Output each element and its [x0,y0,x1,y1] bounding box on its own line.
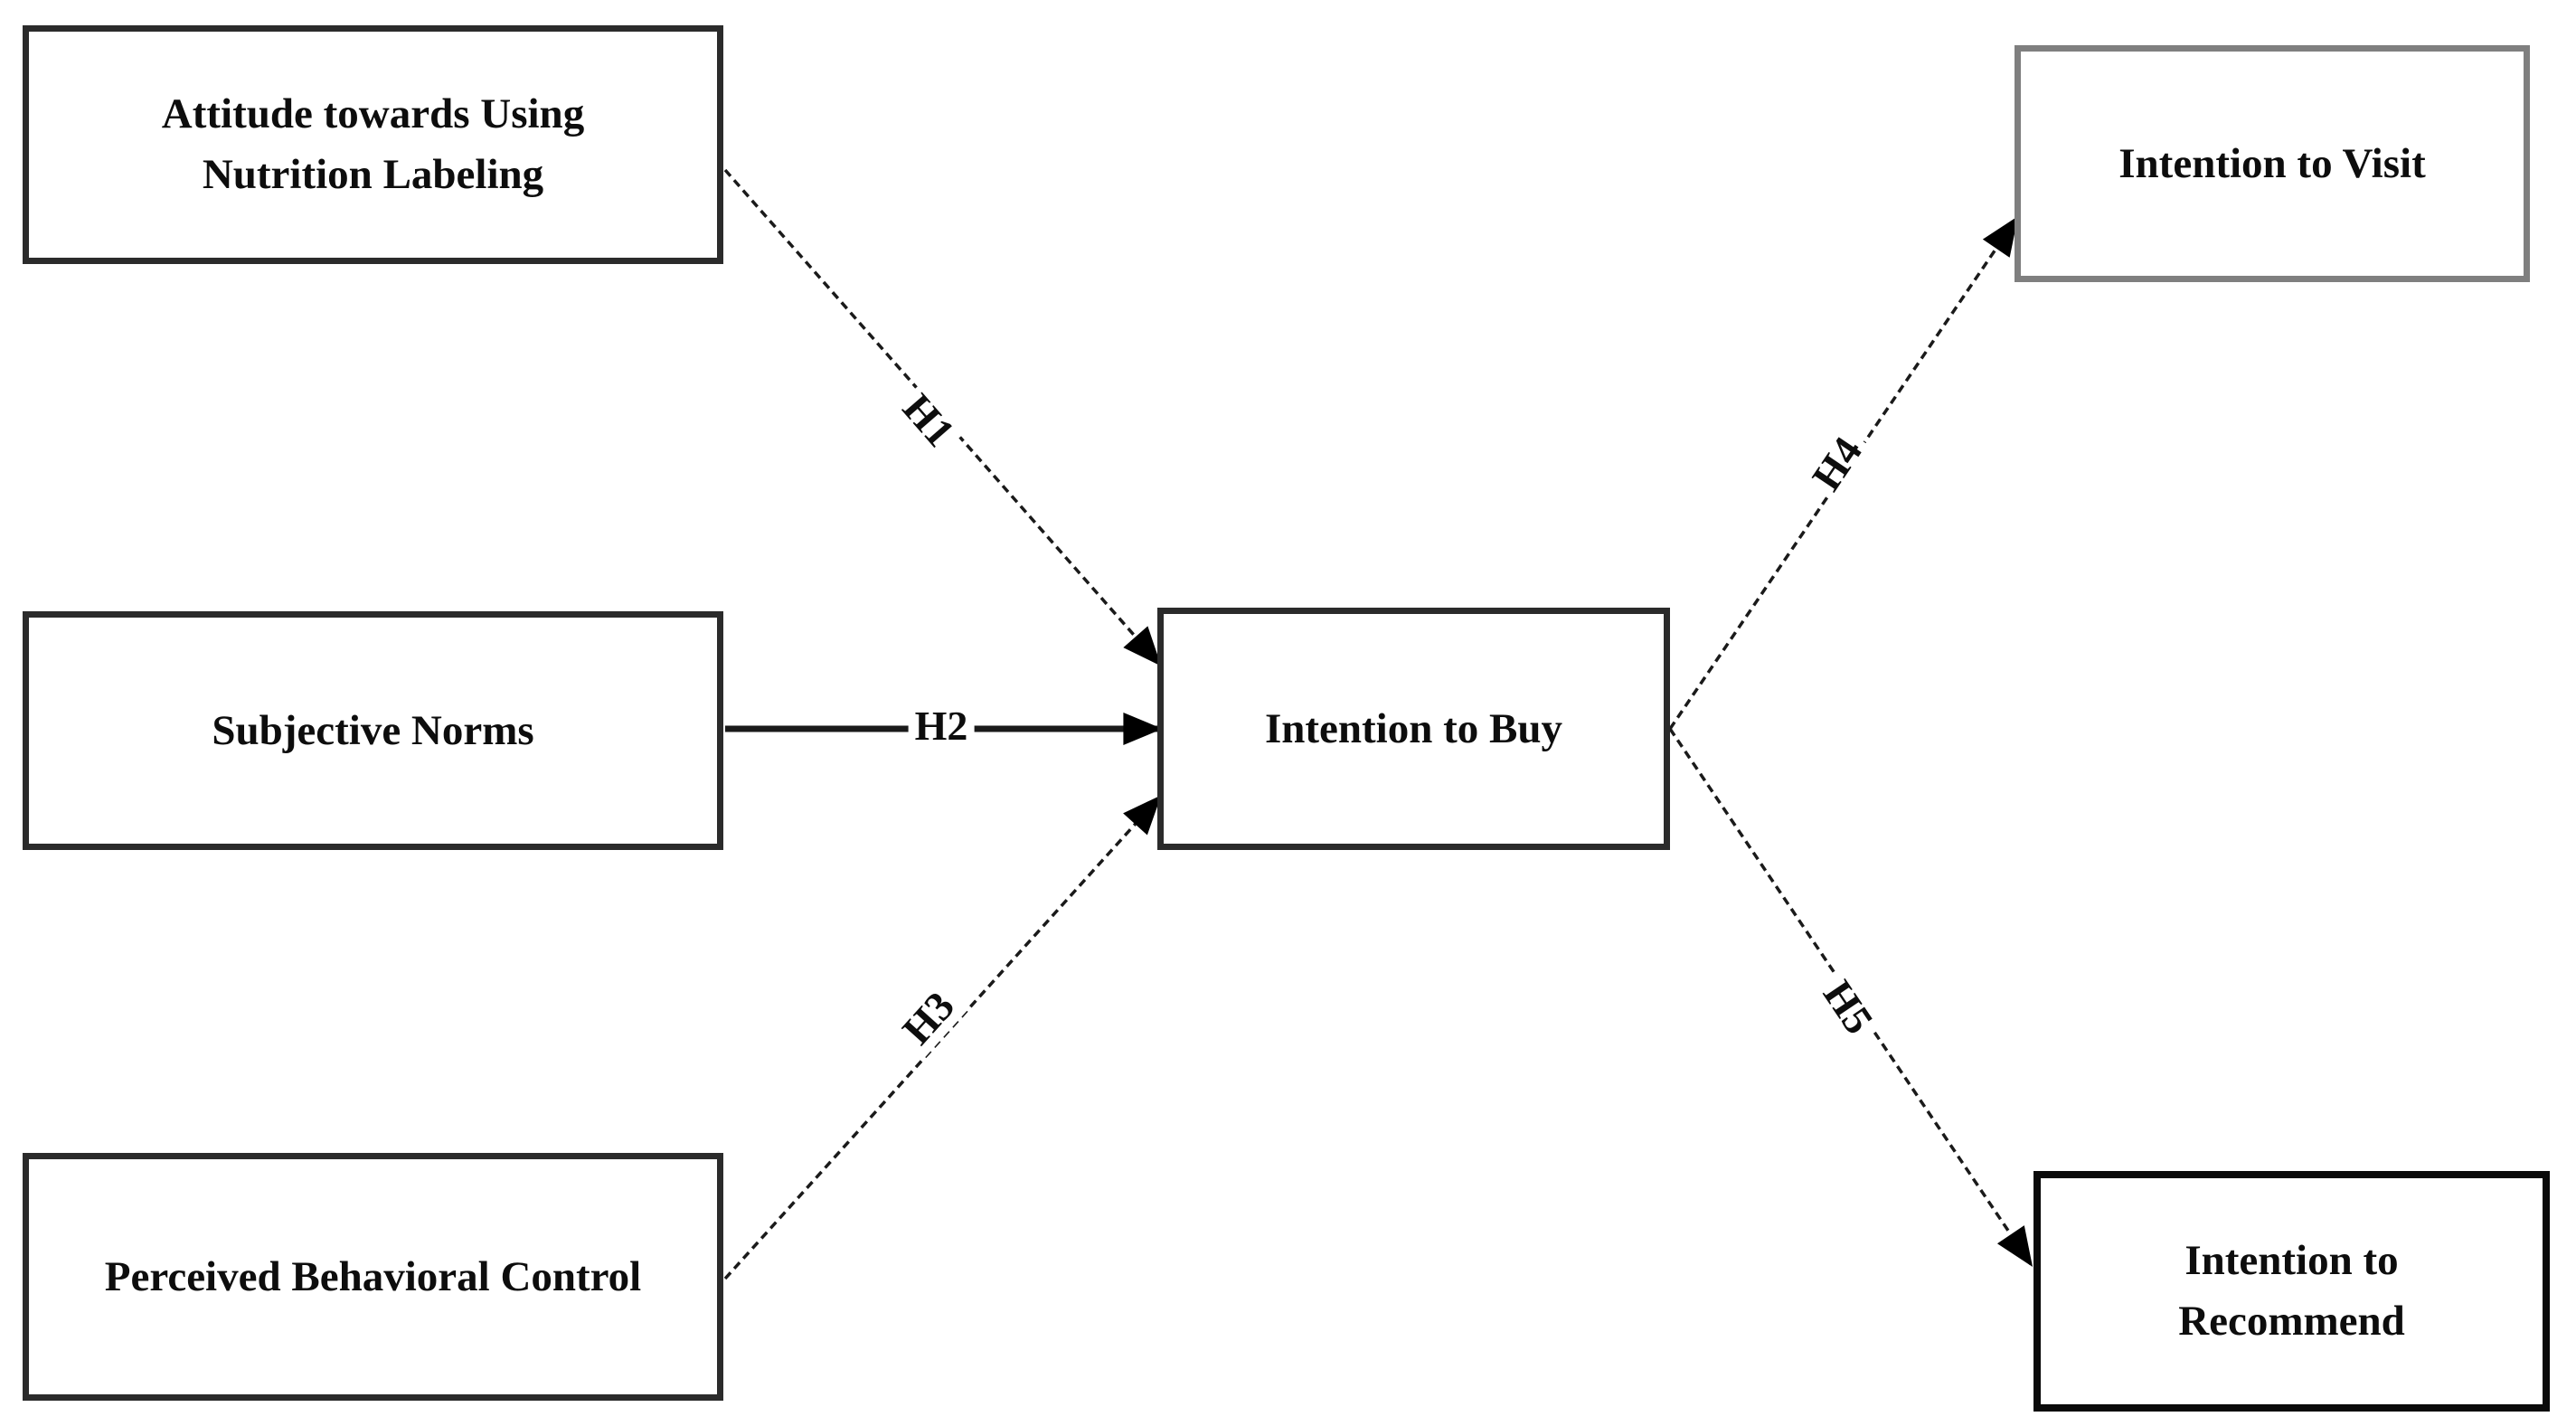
node-label: Subjective Norms [212,706,534,754]
node-label: Intention to Recommend [2178,1237,2405,1345]
edge-h4-arrow [1668,216,2019,730]
node-subjective-norms: Subjective Norms [23,611,723,850]
node-intention-to-visit: Intention to Visit [2015,45,2530,282]
node-perceived-behavioral-control: Perceived Behavioral Control [23,1153,723,1401]
edge-label-h2: H2 [908,703,975,750]
node-attitude-towards-using-nutrition-labeling: Attitude towards Using Nutrition Labelin… [23,25,723,264]
node-label: Attitude towards Using Nutrition Labelin… [161,90,585,198]
node-label: Intention to Buy [1264,704,1563,752]
node-intention-to-recommend: Intention to Recommend [2033,1171,2550,1412]
node-intention-to-buy: Intention to Buy [1157,608,1670,850]
node-label: Intention to Visit [2118,139,2426,187]
node-label: Perceived Behavioral Control [104,1252,642,1300]
